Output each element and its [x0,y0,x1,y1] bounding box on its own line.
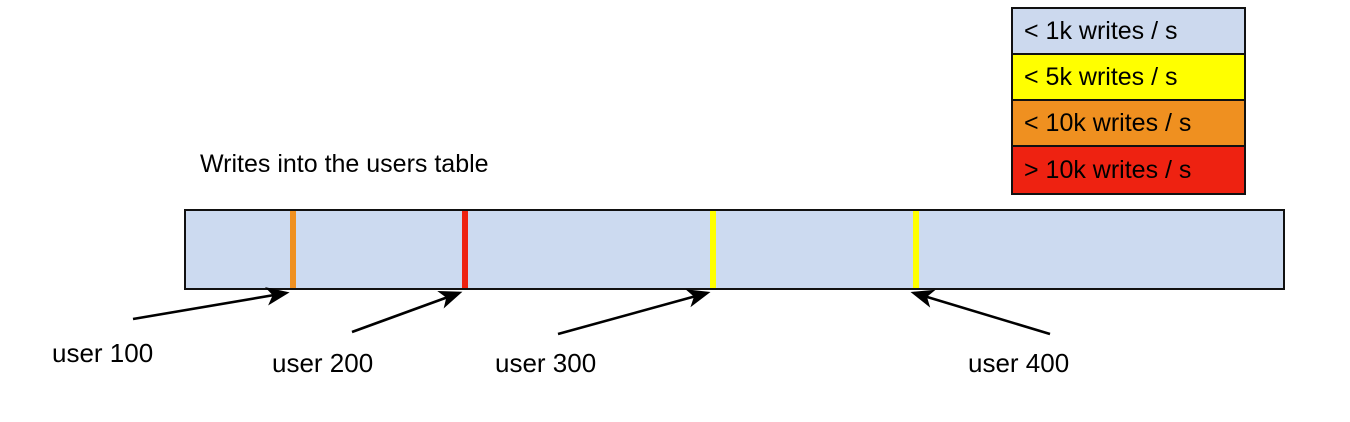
stripe-user-400 [913,211,919,288]
arrow-user-300 [557,289,711,336]
stripe-user-100 [290,211,296,288]
write-rate-legend: < 1k writes / s < 5k writes / s < 10k wr… [1011,7,1246,195]
legend-label-over-10k: > 10k writes / s [1024,155,1192,184]
legend-row-under-5k: < 5k writes / s [1013,55,1244,101]
arrow-user-200 [351,290,463,334]
legend-row-over-10k: > 10k writes / s [1013,147,1244,193]
legend-label-under-5k: < 5k writes / s [1024,62,1178,91]
legend-label-under-10k: < 10k writes / s [1024,108,1192,137]
stripe-user-200 [462,211,468,288]
legend-row-under-1k: < 1k writes / s [1013,9,1244,55]
arrow-user-100 [132,287,290,321]
legend-label-under-1k: < 1k writes / s [1024,16,1178,45]
callout-label-user-200: user 200 [272,348,374,378]
stripe-user-300 [710,211,716,288]
bar-fill [186,211,1283,288]
callout-label-user-300: user 300 [495,348,597,378]
chart-title: Writes into the users table [200,150,489,178]
callout-label-user-100: user 100 [52,338,154,368]
users-table-range-bar [184,209,1285,290]
arrow-user-400 [910,289,1051,336]
callout-label-user-400: user 400 [968,348,1070,378]
legend-row-under-10k: < 10k writes / s [1013,101,1244,147]
